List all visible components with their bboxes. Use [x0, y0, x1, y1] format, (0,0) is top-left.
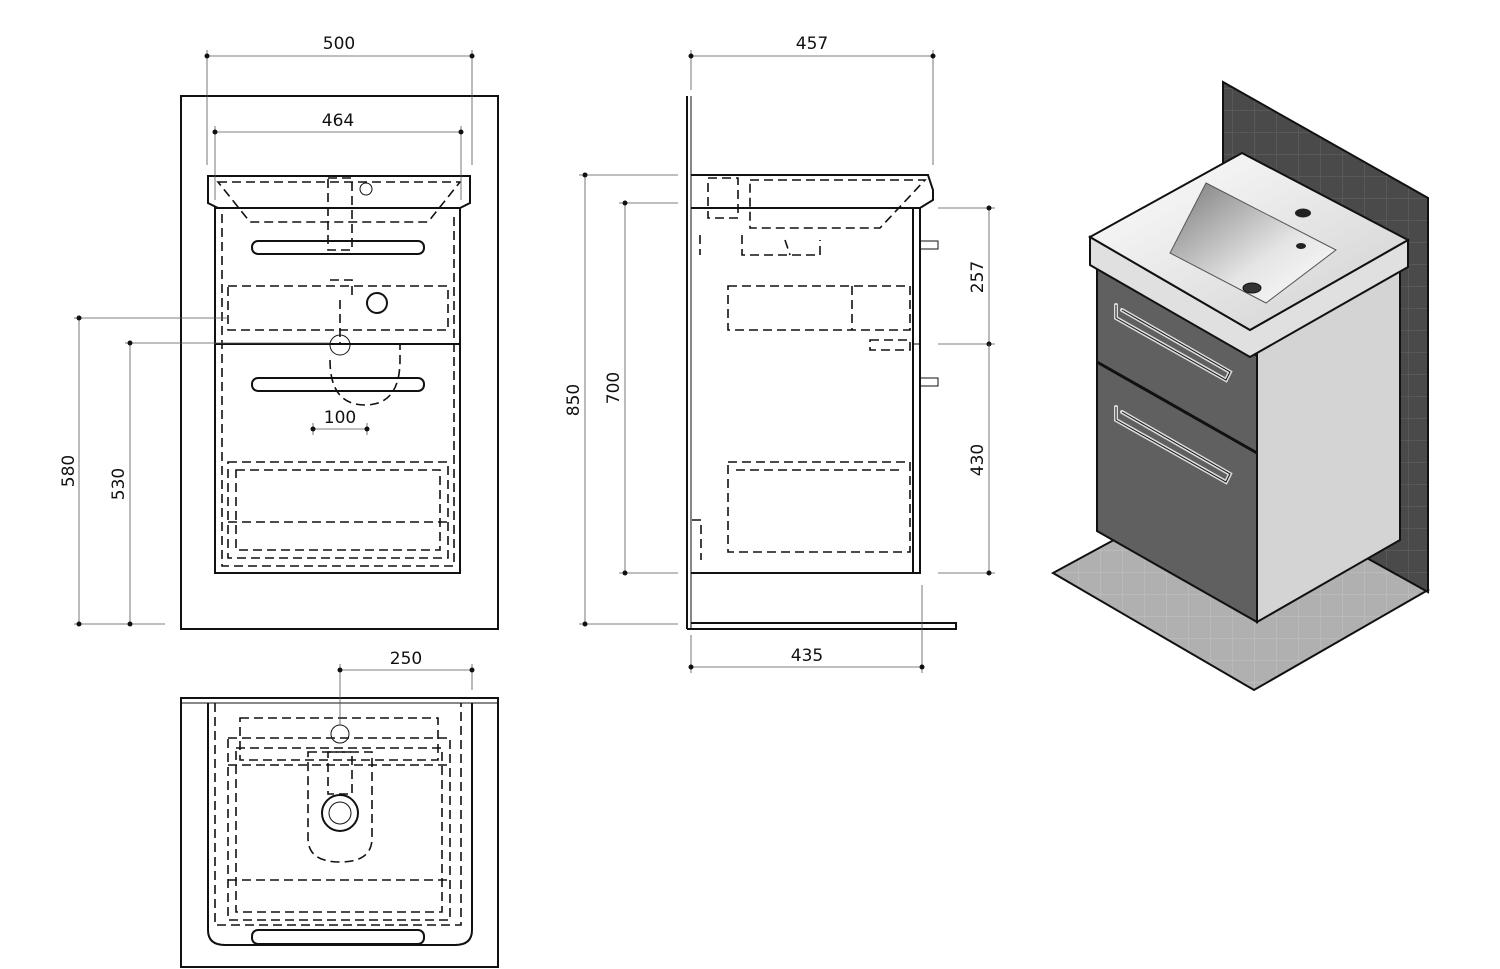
front-siphon [329, 279, 401, 406]
side-upper-drawer-box [727, 285, 911, 331]
dim-side-257: 257 [968, 261, 988, 293]
side-cabinet [691, 207, 914, 574]
iso-tap-hole [1295, 208, 1311, 218]
top-drain [321, 794, 359, 832]
dim-front-100: 100 [324, 408, 356, 428]
dim-front-464: 464 [322, 111, 354, 131]
iso-drawer-divider [1096, 360, 1258, 455]
dim-side-850: 850 [564, 384, 584, 416]
side-trap-outlet [869, 339, 911, 351]
top-view: 250 [180, 649, 499, 968]
top-drawer-box [227, 737, 451, 921]
front-lower-handle [251, 377, 425, 392]
front-siphon-cap [366, 292, 388, 314]
dim-front-500: 500 [323, 34, 355, 54]
side-trap-hidden [699, 177, 821, 256]
dim-side-435: 435 [791, 646, 823, 666]
side-drawer-front [912, 207, 921, 574]
side-lower-handle [919, 377, 939, 387]
top-siphon [307, 751, 373, 863]
top-cabinet [214, 703, 462, 926]
side-view: 457 435 850 700 257 430 [564, 34, 995, 673]
front-carcass-inner [221, 214, 455, 567]
top-tap-hole [330, 724, 350, 744]
side-back-hidden [692, 519, 702, 560]
side-basin-bowl [749, 179, 927, 229]
iso-overflow-hole [1296, 243, 1306, 249]
dim-side-700: 700 [604, 372, 624, 404]
iso-drain [1242, 282, 1262, 294]
front-tap-hole [359, 182, 373, 196]
front-lower-drawer-box [227, 461, 449, 559]
dim-side-457: 457 [796, 34, 828, 54]
front-upper-drawer-box [227, 285, 449, 331]
top-bowl [239, 717, 439, 761]
front-drain [329, 334, 351, 356]
top-siphon-neck [327, 751, 353, 795]
dim-top-250: 250 [390, 649, 422, 669]
front-view: 500 464 580 530 100 [59, 34, 499, 630]
front-upper-handle [251, 240, 425, 255]
dim-front-530: 530 [109, 468, 129, 500]
dim-side-430: 430 [968, 444, 988, 476]
front-basin-bowl [216, 181, 462, 223]
dim-front-580: 580 [59, 455, 79, 487]
top-handle [251, 929, 425, 945]
front-basin-outline [207, 175, 471, 209]
side-floor [687, 622, 957, 630]
side-upper-handle [919, 240, 939, 250]
isometric-view [1050, 80, 1431, 692]
top-outline [180, 697, 499, 968]
front-tap-housing [327, 177, 353, 251]
iso-basin-bowl [1169, 182, 1337, 304]
side-lower-drawer-box [727, 461, 911, 553]
front-cabinet [214, 207, 461, 574]
